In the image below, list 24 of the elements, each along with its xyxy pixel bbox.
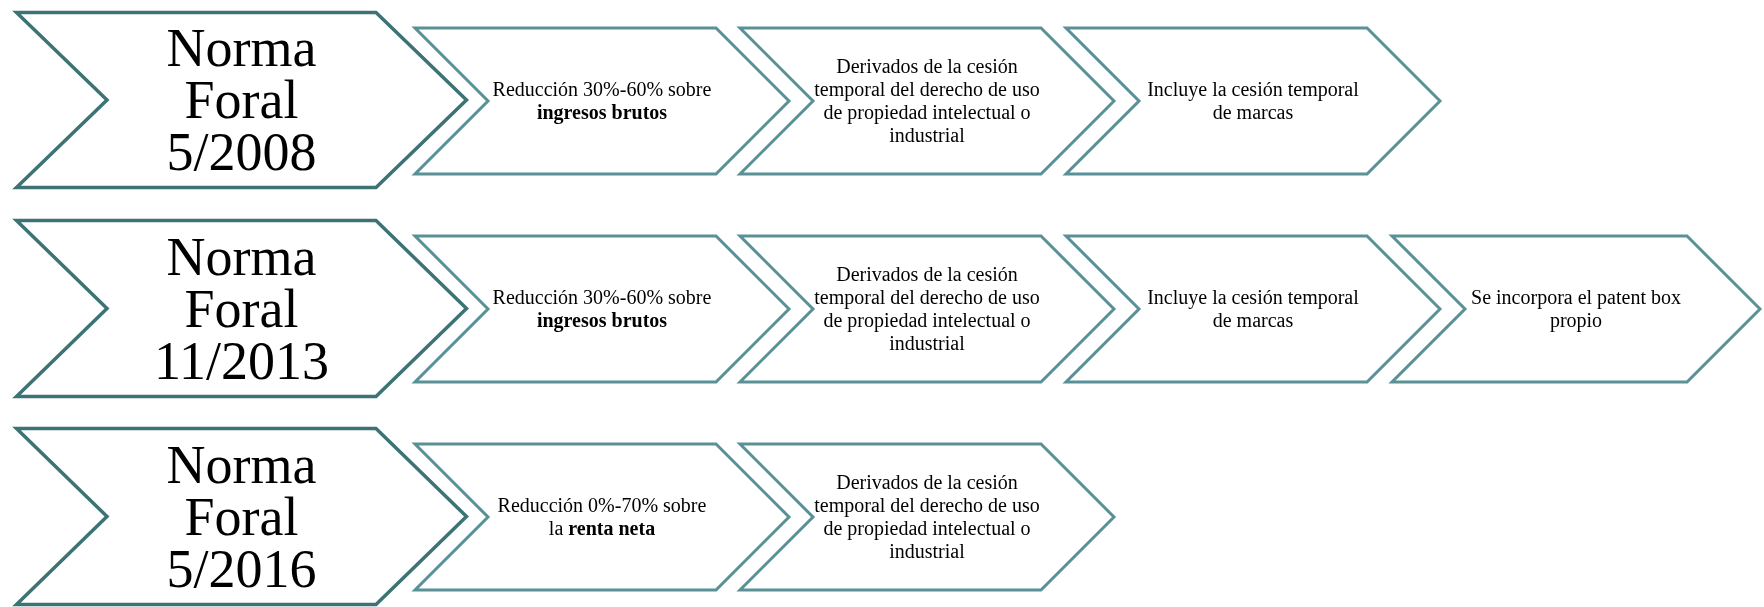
chevron-shape [1063,25,1443,177]
chevron-text: Reducción 0%-70% sobre la renta neta [496,494,708,540]
chevron-text: Reducción 30%-60% sobre ingresos brutos [491,78,713,124]
chevron-title: Norma Foral 5/2016 [165,438,318,595]
chevron-shape [737,441,1117,593]
chevron-text: Derivados de la cesión temporal del derecho de uso de propiedad intelectual o industrial [813,55,1041,147]
chevron-text: Se incorpora el patent box propio [1470,286,1682,332]
chevron-title: Norma Foral 11/2013 [153,230,330,387]
chevron-shape [412,441,792,593]
chevron-shape [412,25,792,177]
chevron-shape [1389,233,1763,385]
chevron-title: Norma Foral 5/2008 [165,22,318,178]
chevron-text: Derivados de la cesión temporal del derecho de uso de propiedad intelectual o industrial [813,471,1041,563]
chevron-text: Incluye la cesión temporal de marcas [1146,78,1360,124]
chevron-shape [412,233,792,385]
chevron-text: Incluye la cesión temporal de marcas [1146,286,1360,332]
chevron-shape [13,425,470,607]
chevron-shape [737,233,1117,385]
chevron-text: Derivados de la cesión temporal del derecho de uso de propiedad intelectual o industrial [813,263,1041,355]
chevron-shape [13,9,470,191]
chevron-shape [737,25,1117,177]
chevron-shape [1063,233,1443,385]
chevron-text: Reducción 30%-60% sobre ingresos brutos [491,286,713,332]
chevron-shape [13,217,470,400]
